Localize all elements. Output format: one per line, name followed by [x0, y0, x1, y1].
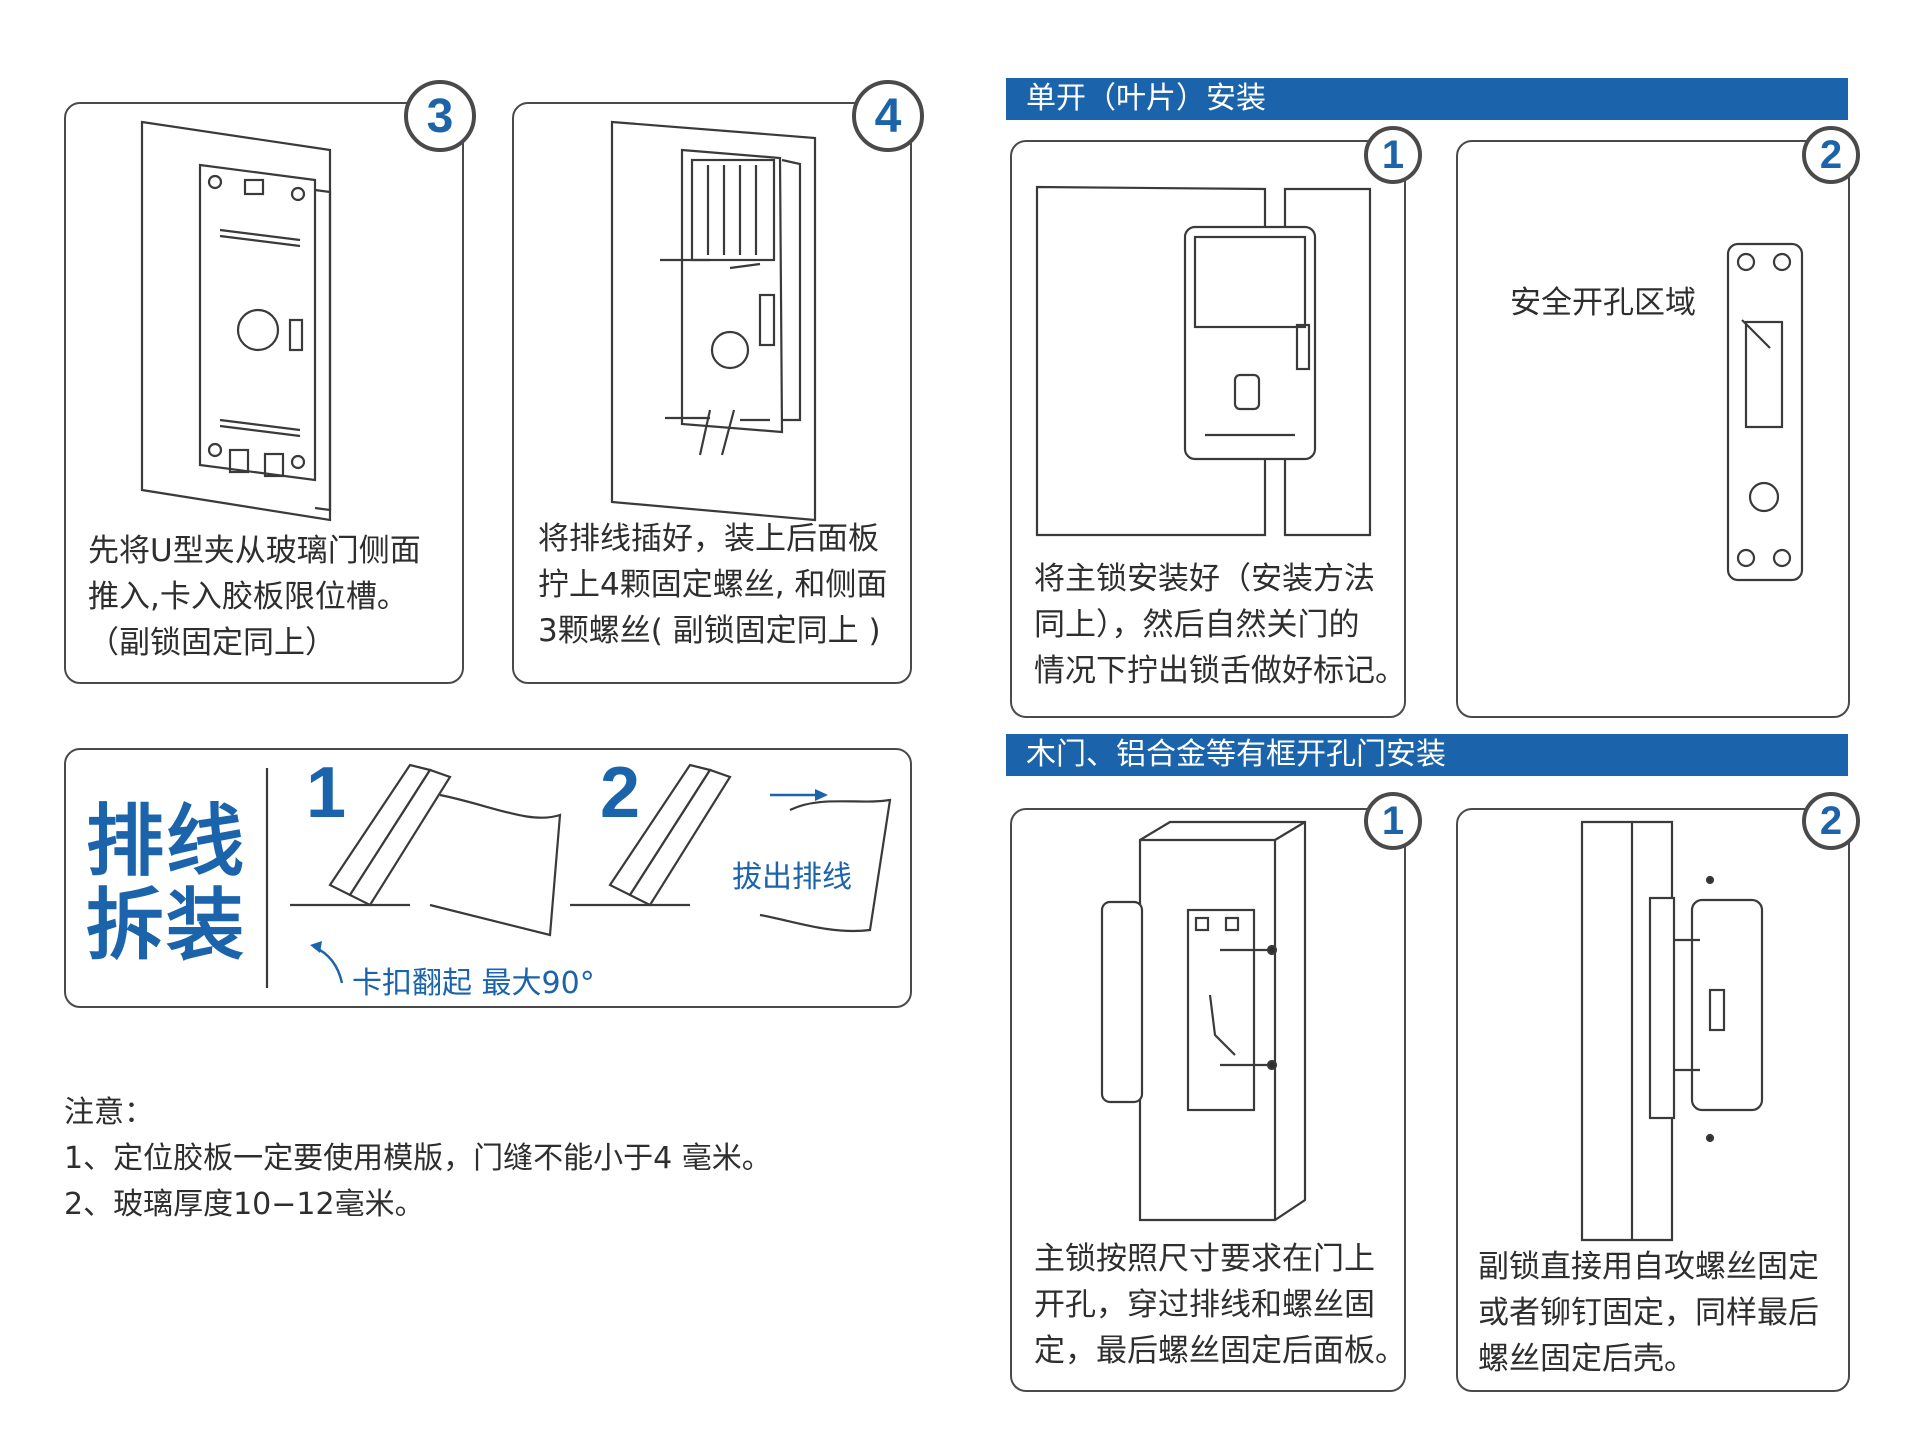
pull-cable-label: 拔出排线	[732, 860, 852, 895]
cable-step1-illustration	[290, 763, 562, 937]
cable-step2-num: 2	[600, 753, 641, 833]
frame-step1-illustration	[1100, 820, 1307, 1222]
step3-badge: 3	[404, 80, 476, 152]
step4-badge: 4	[852, 80, 924, 152]
frame-step2-illustration	[1580, 820, 1764, 1242]
section-single-title: 单开（叶片）安装	[1006, 78, 1848, 120]
flip-arrow	[310, 941, 344, 984]
frame-step1-caption: 主锁按照尺寸要求在门上 开孔，穿过排线和螺丝固 定，最后螺丝固定后面板。	[1034, 1241, 1406, 1369]
notes-item-1: 1、定位胶板一定要使用模版，门缝不能小于4 毫米。	[64, 1141, 772, 1176]
section-frame-title: 木门、铝合金等有框开孔门安装	[1006, 734, 1848, 776]
step4-caption: 将排线插好，装上后面板 拧上4颗固定螺丝, 和侧面 3颗螺丝( 副锁固定同上 )	[538, 521, 888, 649]
cable-box-panel	[64, 748, 912, 1008]
flip-label: 卡扣翻起 最大90°	[352, 966, 595, 1001]
step3-illustration	[140, 120, 332, 522]
cable-box-title: 排线 拆装	[86, 797, 247, 971]
cable-step2-illustration	[570, 763, 892, 933]
safe-area-arrow	[1741, 319, 1771, 349]
safe-area-label: 安全开孔区域	[1510, 285, 1696, 321]
single-step1-illustration	[1035, 185, 1372, 537]
cable-box-divider	[265, 768, 269, 988]
single-step2-badge: 2	[1802, 126, 1860, 184]
frame-step1-badge: 1	[1364, 792, 1422, 850]
frame-step2-badge: 2	[1802, 792, 1860, 850]
notes-heading: 注意：	[64, 1095, 154, 1130]
single-step1-caption: 将主锁安装好（安装方法 同上），然后自然关门的 情况下拧出锁舌做好标记。	[1034, 561, 1406, 689]
single-step1-badge: 1	[1364, 126, 1422, 184]
notes-item-2: 2、玻璃厚度10−12毫米。	[64, 1187, 425, 1222]
step4-illustration	[610, 120, 817, 522]
notes: 注意： 1、定位胶板一定要使用模版，门缝不能小于4 毫米。 2、玻璃厚度10−1…	[64, 1090, 772, 1228]
frame-step2-caption: 副锁直接用自攻螺丝固定 或者铆钉固定，同样最后 螺丝固定后壳。	[1478, 1249, 1819, 1377]
strike-plate-illustration	[1726, 242, 1804, 582]
step3-caption: 先将U型夹从玻璃门侧面 推入,卡入胶板限位槽。 （副锁固定同上）	[88, 533, 421, 661]
cable-step1-num: 1	[306, 753, 347, 833]
